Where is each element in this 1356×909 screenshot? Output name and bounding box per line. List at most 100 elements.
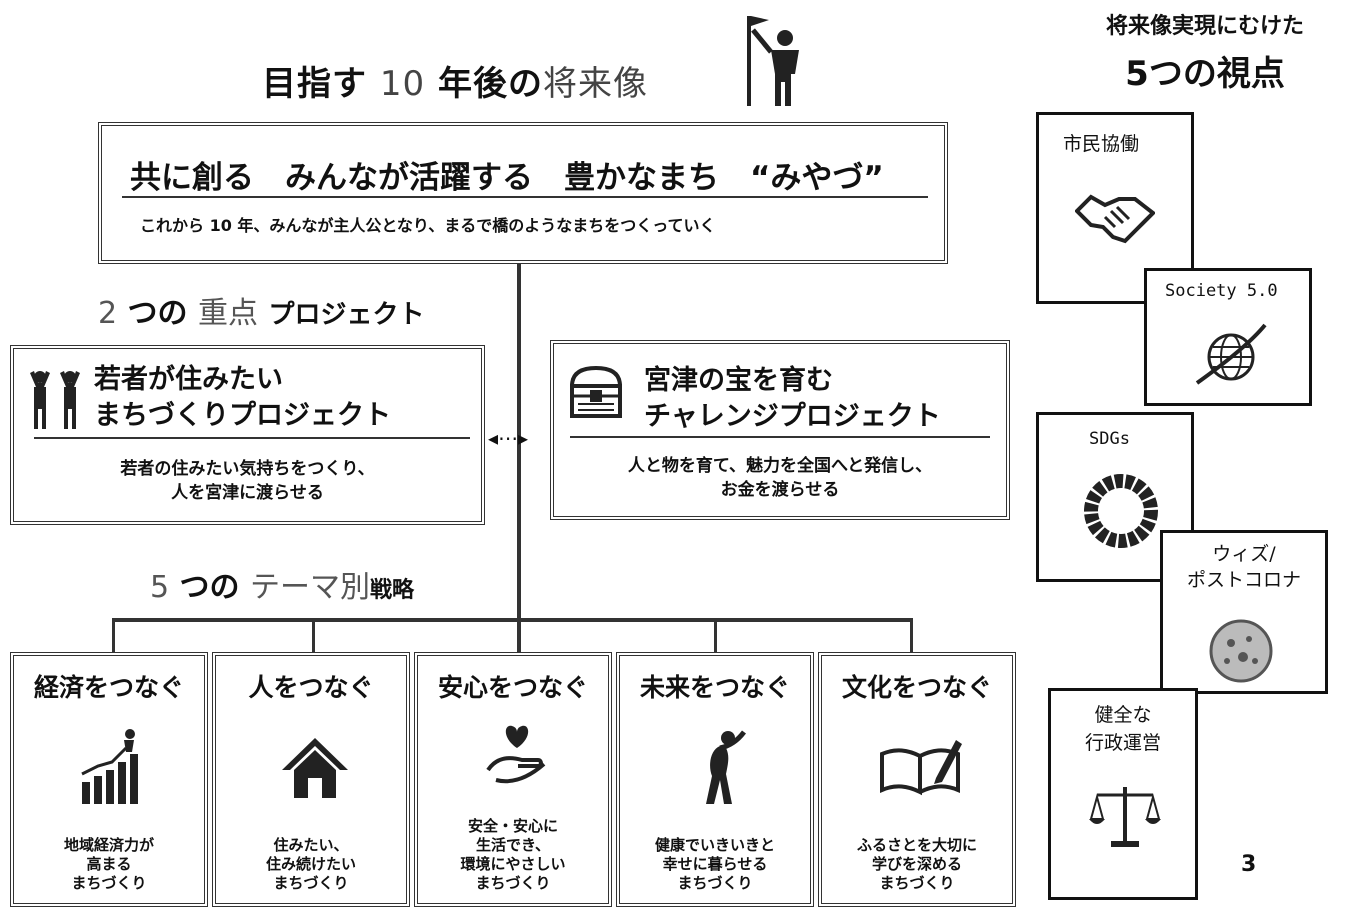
heading-text: 戦略: [370, 578, 415, 603]
heading-text: つの: [127, 296, 188, 331]
heading-text: テーマ別: [250, 570, 370, 605]
theme-box-future: 未来をつなぐ 健康でいきいきと 幸せに暮らせる まちづくり: [616, 652, 814, 907]
theme-description-line: 生活でき、: [476, 836, 550, 854]
connector-line: [112, 618, 912, 622]
heading-text: 年後の: [437, 64, 543, 104]
theme-description-line: 健康でいきいきと: [654, 836, 775, 854]
page-number: 3: [1241, 852, 1257, 877]
viewpoint-label-line: ウィズ/: [1212, 543, 1276, 565]
theme-title: 文化をつなぐ: [841, 673, 992, 702]
theme-description-line: 学びを深める: [871, 855, 962, 873]
viewpoint-label: SDGs: [1089, 429, 1130, 449]
sdgs-wheel-icon: [1084, 474, 1158, 548]
theme-description: 住みたい、 住み続けたい まちづくり: [216, 836, 406, 893]
house-icon: [282, 738, 348, 798]
project-description-line: 若者の住みたい気持ちをつくり、: [120, 459, 375, 479]
connector-line: [112, 618, 115, 652]
scales-icon: [1089, 787, 1161, 847]
viewpoint-heading-line: 5つの視点: [1125, 54, 1285, 94]
double-arrow-icon: ◂⋯▸: [488, 426, 529, 450]
project-description-line: お金を渡らせる: [720, 480, 840, 500]
theme-title: 未来をつなぐ: [639, 673, 790, 702]
viewpoint-label: 健全な 行政運営: [1051, 701, 1195, 757]
project-description: 若者の住みたい気持ちをつくり、 人を宮津に渡らせる: [14, 457, 481, 505]
heart-hand-icon: [486, 725, 546, 784]
viewpoint-card-society: Society 5.0: [1144, 268, 1312, 406]
virus-icon: [1209, 619, 1273, 683]
project-box-treasure: 宮津の宝を育む チャレンジプロジェクト 人と物を育て、魅力を全国へと発信し、 お…: [550, 340, 1010, 520]
theme-description: 地域経済力が 高まる まちづくり: [14, 836, 204, 893]
viewpoint-card-sdgs: SDGs: [1036, 412, 1194, 582]
theme-box-culture: 文化をつなぐ ふるさとを大切に 学びを深める まちづくり: [818, 652, 1016, 907]
theme-heading: 5 つの テーマ別戦略: [150, 562, 414, 606]
heading-number: 2: [98, 296, 118, 331]
viewpoint-heading-line: 将来像実現にむけた: [1105, 14, 1304, 39]
vision-box: [98, 122, 948, 264]
vision-heading: 目指す 10 年後の将来像: [262, 56, 648, 105]
project-description-line: 人と物を育て、魅力を全国へと発信し、: [627, 456, 933, 476]
theme-description-line: まちづくり: [273, 874, 349, 892]
heading-text: 重点: [198, 296, 258, 331]
heading-number: 5: [150, 570, 170, 605]
viewpoint-card-covid: ウィズ/ ポストコロナ: [1160, 530, 1328, 694]
viewpoint-label: ウィズ/ ポストコロナ: [1163, 541, 1325, 593]
divider: [570, 436, 990, 438]
growth-chart-icon: [81, 729, 138, 804]
priority-heading: 2 つの 重点 プロジェクト: [98, 288, 424, 332]
viewpoint-card-citizen: 市民協働: [1036, 112, 1194, 304]
theme-description-line: 地域経済力が: [63, 836, 154, 854]
theme-description: 安全・安心に 生活でき、 環境にやさしい まちづくり: [418, 817, 608, 893]
globe-icon: [1195, 323, 1267, 385]
project-description-line: 人を宮津に渡らせる: [171, 483, 324, 503]
heading-text: 将来像: [542, 64, 648, 104]
theme-title: 経済をつなぐ: [33, 673, 184, 702]
theme-box-safety: 安心をつなぐ 安全・安心に 生活でき、 環境にやさしい まちづくり: [414, 652, 612, 907]
theme-description-line: 住みたい、: [273, 836, 349, 854]
project-box-youth: 若者が住みたい まちづくりプロジェクト 若者の住みたい気持ちをつくり、 人を宮津…: [10, 345, 485, 525]
theme-title: 人をつなぐ: [248, 673, 374, 702]
theme-box-economy: 経済をつなぐ 地域経済力が 高まる まちづくり: [10, 652, 208, 907]
theme-description-line: 住み続けたい: [265, 855, 356, 873]
flag-person-icon: [747, 16, 799, 106]
theme-title: 安心をつなぐ: [437, 673, 588, 702]
connector-line: [517, 264, 521, 654]
theme-description: ふるさとを大切に 学びを深める まちづくり: [822, 836, 1012, 893]
connector-line: [312, 618, 315, 652]
theme-description-line: まちづくり: [879, 874, 955, 892]
viewpoint-label-line: 健全な: [1094, 704, 1152, 726]
viewpoint-card-administration: 健全な 行政運営: [1048, 688, 1198, 900]
theme-description-line: 環境にやさしい: [460, 855, 566, 873]
viewpoint-label-line: ポストコロナ: [1186, 569, 1301, 591]
people-icon: [30, 371, 80, 429]
theme-description-line: 幸せに暮らせる: [662, 855, 768, 873]
theme-description-line: ふるさとを大切に: [856, 836, 977, 854]
theme-description-line: 安全・安心に: [467, 817, 558, 835]
handshake-icon: [1075, 194, 1155, 244]
heading-text: 目指す: [262, 64, 367, 104]
theme-description-line: まちづくり: [677, 874, 753, 892]
theme-description-line: まちづくり: [71, 874, 147, 892]
theme-description-line: 高まる: [86, 855, 132, 873]
project-title: チャレンジプロジェクト: [644, 401, 941, 432]
heading-text: つの: [179, 570, 240, 605]
theme-description-line: まちづくり: [475, 874, 551, 892]
project-description: 人と物を育て、魅力を全国へと発信し、 お金を渡らせる: [554, 454, 1006, 502]
project-title: 宮津の宝を育む: [644, 365, 833, 396]
vision-title: 共に創る みんなが活躍する 豊かなまち “みやづ”: [130, 160, 884, 196]
theme-description: 健康でいきいきと 幸せに暮らせる まちづくり: [620, 836, 810, 893]
connector-line: [910, 618, 913, 652]
project-title: まちづくりプロジェクト: [94, 400, 391, 431]
heading-number: 10: [379, 64, 426, 104]
heading-text: プロジェクト: [268, 300, 425, 330]
viewpoint-heading: 将来像実現にむけた 5つの視点: [1060, 8, 1350, 95]
stretching-person-icon: [706, 730, 746, 804]
viewpoint-label: Society 5.0: [1165, 281, 1278, 301]
divider: [34, 437, 470, 439]
vision-subtitle: これから 10 年、みんなが主人公となり、まるで橋のようなまちをつくっていく: [140, 216, 716, 235]
treasure-chest-icon: [569, 365, 623, 418]
viewpoint-label-line: 行政運営: [1084, 732, 1161, 754]
divider: [122, 196, 928, 198]
viewpoint-label: 市民協働: [1063, 133, 1140, 155]
project-title: 若者が住みたい: [94, 364, 283, 395]
open-book-icon: [880, 740, 962, 796]
